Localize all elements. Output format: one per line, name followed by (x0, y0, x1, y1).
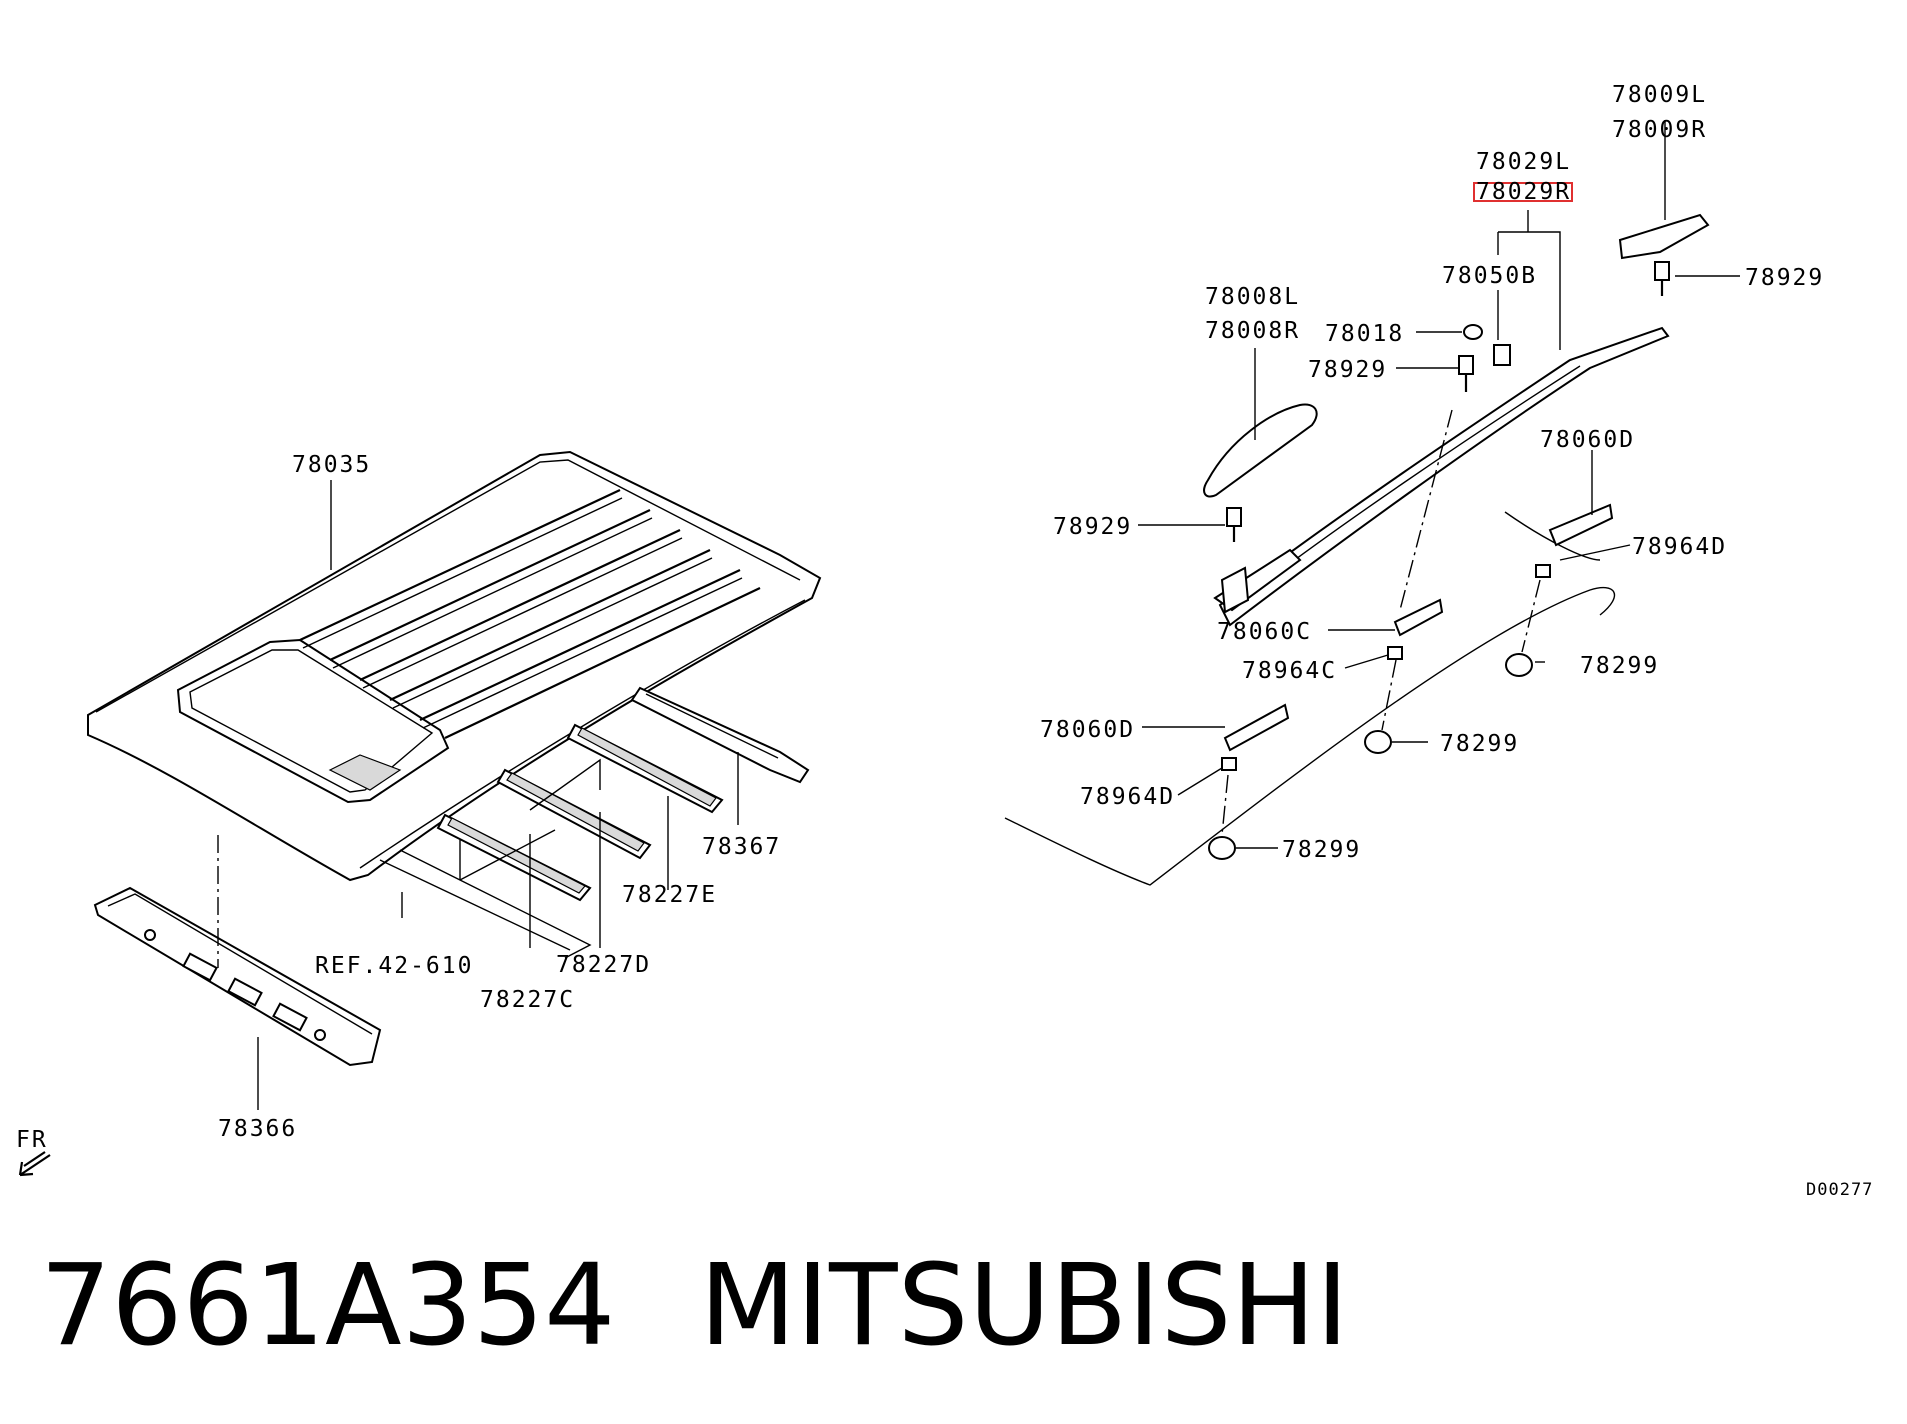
label-78050B: 78050B (1442, 263, 1537, 289)
label-ref-42-610: REF.42-610 (315, 953, 473, 979)
roof-bow-78227E (566, 723, 724, 814)
brackets-78060 (1223, 503, 1614, 752)
grommets-78299 (1208, 653, 1533, 860)
nuts-78964 (1221, 564, 1551, 771)
label-78929-top: 78929 (1745, 265, 1824, 291)
label-78227E: 78227E (622, 882, 717, 908)
label-78009R: 78009R (1612, 117, 1707, 143)
clip-78050B (1493, 344, 1511, 366)
part-number: 7661A354 (40, 1241, 616, 1371)
roof-bow-78227D (496, 768, 652, 860)
diagram-code: D00277 (1806, 1180, 1873, 1200)
label-78964D-upper: 78964D (1632, 534, 1727, 560)
front-header-78366 (93, 886, 382, 1067)
bolt-78929 (1226, 261, 1670, 542)
highlight-box (1473, 182, 1573, 202)
label-78299-lower: 78299 (1282, 837, 1361, 863)
front-arrow-icon (18, 1151, 51, 1177)
label-78929-mid: 78929 (1308, 357, 1387, 383)
roof-bow-78227C (436, 813, 592, 902)
label-fr: FR (16, 1127, 48, 1153)
label-78964D-lower: 78964D (1080, 784, 1175, 810)
label-78060C: 78060C (1217, 619, 1312, 645)
label-78964C: 78964C (1242, 658, 1337, 684)
label-78009L: 78009L (1612, 82, 1707, 108)
end-cover-rear-78009 (1618, 213, 1710, 260)
label-78029R: 78029R (1476, 179, 1571, 205)
roof-rail-78029 (1213, 326, 1670, 627)
label-78227D: 78227D (556, 952, 651, 978)
label-78008L: 78008L (1205, 284, 1300, 310)
label-78929-left: 78929 (1053, 514, 1132, 540)
label-78008R: 78008R (1205, 318, 1300, 344)
label-78029L: 78029L (1476, 149, 1571, 175)
label-78299-mid: 78299 (1440, 731, 1519, 757)
label-78367: 78367 (702, 834, 781, 860)
brand-name: MITSUBISHI (699, 1241, 1349, 1371)
label-78227C: 78227C (480, 987, 575, 1013)
label-78299-upper: 78299 (1580, 653, 1659, 679)
label-78035: 78035 (292, 452, 371, 478)
roof-panel-78035 (87, 450, 822, 882)
label-78018: 78018 (1325, 321, 1404, 347)
label-78366: 78366 (218, 1116, 297, 1142)
label-78060D-lower: 78060D (1040, 717, 1135, 743)
roof-bow-78367 (630, 686, 810, 784)
label-78060D-upper: 78060D (1540, 427, 1635, 453)
end-cover-front-78008 (1203, 403, 1318, 498)
cap-78018 (1463, 324, 1483, 340)
